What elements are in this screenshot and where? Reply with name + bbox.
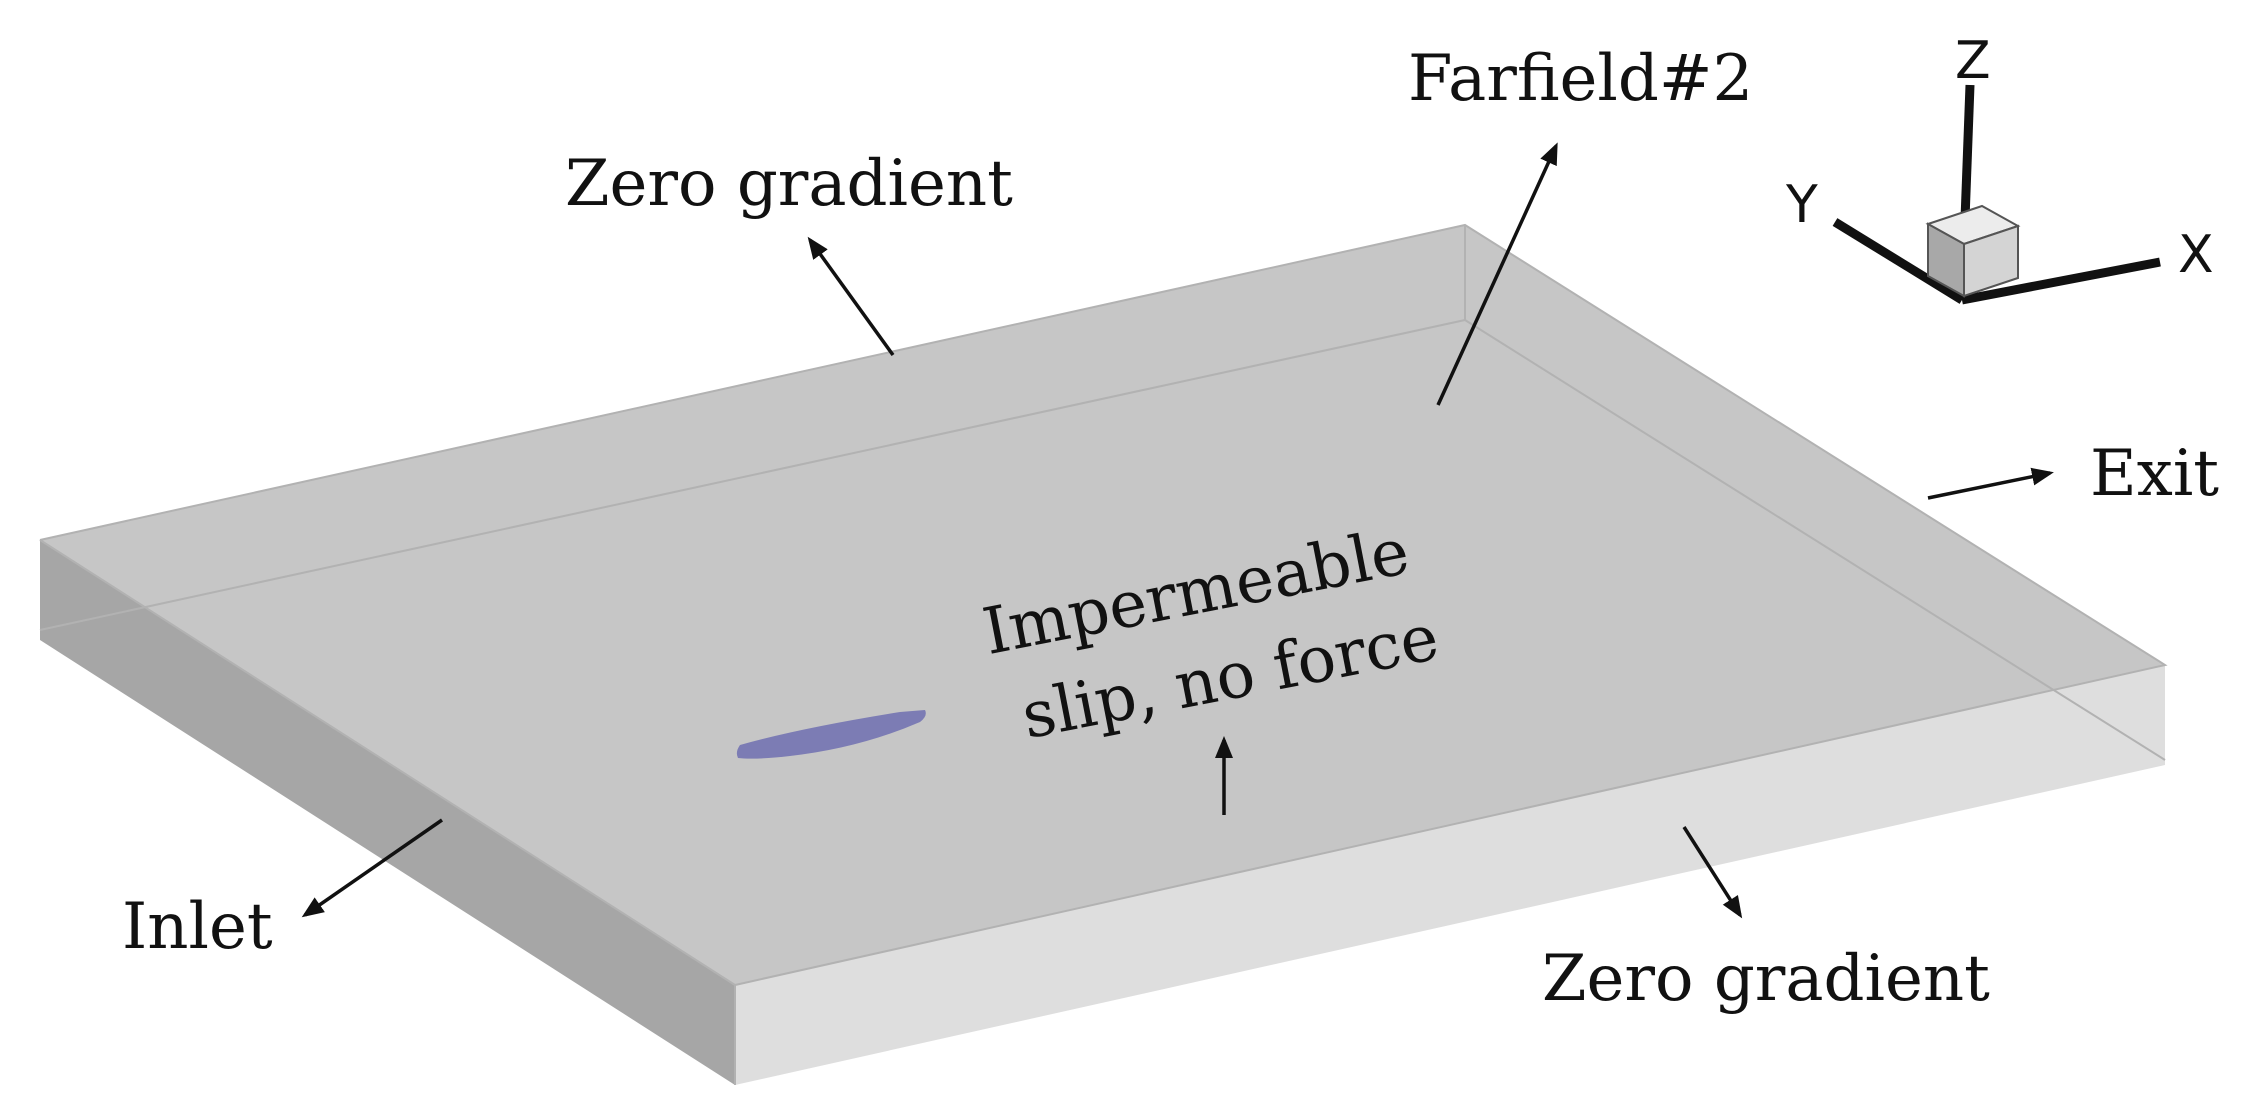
exit-arrow bbox=[1927, 467, 2054, 500]
z-axis-label: Z bbox=[1955, 31, 1991, 91]
inlet-arrow bbox=[301, 818, 443, 918]
zero-gradient-top-label: Zero gradient bbox=[565, 147, 1013, 221]
exit-label: Exit bbox=[2090, 437, 2219, 511]
inlet-face bbox=[40, 540, 735, 1085]
front-face bbox=[735, 665, 2165, 1085]
farfield-label: Farfield#2 bbox=[1408, 42, 1753, 116]
domain-box bbox=[39, 223, 2168, 1085]
y-axis-line bbox=[1832, 218, 1965, 304]
x-axis-line bbox=[1961, 257, 2161, 305]
inlet-label: Inlet bbox=[122, 890, 273, 964]
zero-gradient-bottom-label: Zero gradient bbox=[1542, 942, 1990, 1016]
coordinate-triad: Z Y X bbox=[1785, 31, 2214, 305]
inner-edge-left bbox=[39, 319, 1466, 631]
inner-edge-right bbox=[1464, 319, 2166, 761]
ship-hull bbox=[736, 710, 926, 759]
zero-gradient-top-arrow bbox=[807, 236, 895, 357]
y-axis-label: Y bbox=[1785, 175, 1818, 235]
top-edge bbox=[39, 223, 2168, 987]
triad-cube-right bbox=[1963, 224, 2019, 298]
x-axis-label: X bbox=[2178, 225, 2214, 285]
zero-gradient-bottom-arrow bbox=[1682, 826, 1743, 919]
farfield-arrow bbox=[1436, 142, 1558, 406]
domain-top-surface bbox=[40, 225, 2165, 985]
